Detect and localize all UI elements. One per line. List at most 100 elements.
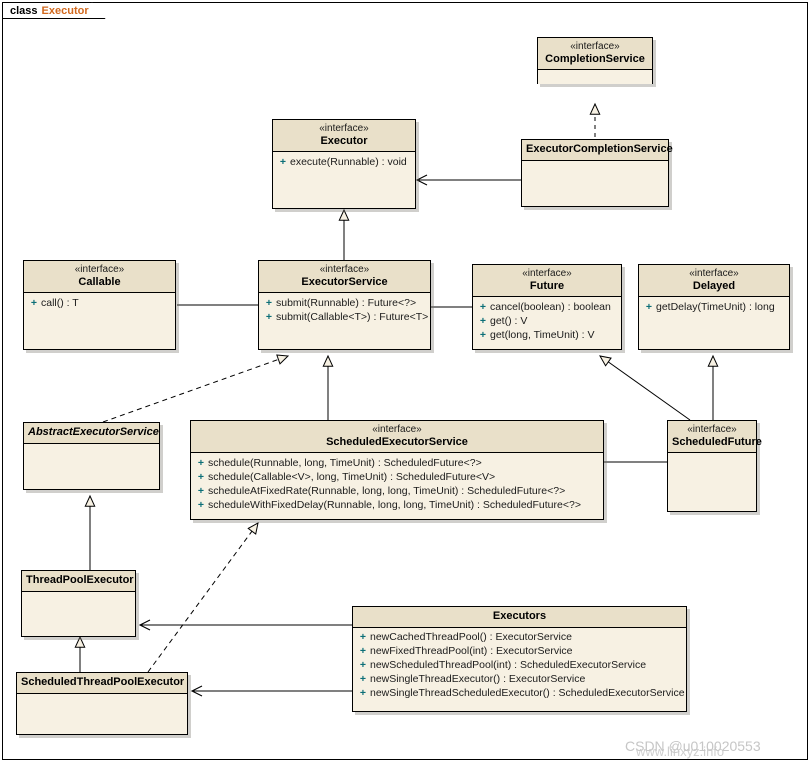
class-name: AbstractExecutorService: [28, 426, 159, 438]
class-name: Delayed: [692, 279, 736, 292]
member-signature: newFixedThreadPool(int) : ExecutorServic…: [370, 645, 573, 658]
class-name: ScheduledThreadPoolExecutor: [21, 676, 185, 688]
diagram-title-tab: class Executor: [2, 2, 106, 19]
member-signature: schedule(Callable<V>, long, TimeUnit) : …: [208, 470, 496, 483]
class-members-executor: + execute(Runnable) : void: [273, 152, 415, 173]
class-box-executorservice[interactable]: «interface» ExecutorService + submit(Run…: [258, 260, 431, 350]
visibility-marker: +: [645, 300, 653, 313]
member-signature: get() : V: [490, 314, 528, 327]
class-header-delayed: «interface» Delayed: [639, 265, 789, 298]
visibility-marker: +: [359, 659, 367, 672]
member-signature: getDelay(TimeUnit) : long: [656, 300, 775, 313]
class-member: + get() : V: [473, 314, 621, 328]
class-members-future: + cancel(boolean) : boolean + get() : V …: [473, 297, 621, 346]
member-signature: newCachedThreadPool() : ExecutorService: [370, 631, 572, 644]
member-signature: cancel(boolean) : boolean: [490, 300, 611, 313]
class-stereotype: «interface»: [74, 264, 125, 275]
class-member: + newFixedThreadPool(int) : ExecutorServ…: [353, 645, 686, 659]
class-members-callable: + call() : T: [24, 293, 175, 314]
member-signature: execute(Runnable) : void: [290, 155, 407, 168]
visibility-marker: +: [359, 687, 367, 700]
class-header-executorservice: «interface» ExecutorService: [259, 261, 430, 294]
class-box-threadpoolexecutor[interactable]: ThreadPoolExecutor: [21, 570, 136, 637]
class-header-future: «interface» Future: [473, 265, 621, 298]
class-member: + call() : T: [24, 296, 175, 310]
visibility-marker: +: [479, 300, 487, 313]
visibility-marker: +: [197, 470, 205, 483]
diagram-tab-name: Executor: [41, 4, 89, 17]
class-box-scheduledexecutorservice[interactable]: «interface» ScheduledExecutorService + s…: [190, 420, 604, 520]
visibility-marker: +: [359, 631, 367, 644]
visibility-marker: +: [197, 484, 205, 497]
class-box-executor[interactable]: «interface» Executor + execute(Runnable)…: [272, 119, 416, 209]
class-header-executors: Executors: [353, 607, 686, 628]
class-header-executorcompletionservice: ExecutorCompletionService: [522, 140, 673, 161]
class-stereotype: «interface»: [522, 268, 572, 279]
class-members-scheduledexecutorservice: + schedule(Runnable, long, TimeUnit) : S…: [191, 453, 603, 516]
visibility-marker: +: [265, 310, 273, 323]
visibility-marker: +: [479, 314, 487, 327]
class-member: + getDelay(TimeUnit) : long: [639, 300, 789, 314]
class-header-scheduledfuture: «interface» ScheduledFuture: [668, 421, 762, 454]
class-header-callable: «interface» Callable: [24, 261, 175, 294]
class-stereotype: «interface»: [570, 41, 620, 52]
class-member: + newSingleThreadExecutor() : ExecutorSe…: [353, 673, 686, 687]
member-signature: submit(Callable<T>) : Future<T>: [276, 310, 429, 323]
class-members-scheduledthreadpoolexecutor: [17, 693, 187, 708]
member-signature: newSingleThreadExecutor() : ExecutorServ…: [370, 673, 586, 686]
class-members-executorservice: + submit(Runnable) : Future<?> + submit(…: [259, 293, 430, 328]
class-box-future[interactable]: «interface» Future + cancel(boolean) : b…: [472, 264, 622, 350]
visibility-marker: +: [197, 456, 205, 469]
class-box-executors[interactable]: Executors + newCachedThreadPool() : Exec…: [352, 606, 687, 712]
class-header-threadpoolexecutor: ThreadPoolExecutor: [22, 571, 135, 592]
class-name: CompletionService: [545, 52, 645, 65]
class-member: + get(long, TimeUnit) : V: [473, 328, 621, 342]
class-box-callable[interactable]: «interface» Callable + call() : T: [23, 260, 176, 350]
class-header-executor: «interface» Executor: [273, 120, 415, 153]
class-members-executorcompletionservice: [522, 160, 668, 175]
visibility-marker: +: [197, 498, 205, 511]
member-signature: schedule(Runnable, long, TimeUnit) : Sch…: [208, 456, 482, 469]
diagram-tab-keyword: class: [10, 4, 38, 17]
class-member: + submit(Callable<T>) : Future<T>: [259, 310, 430, 324]
member-signature: get(long, TimeUnit) : V: [490, 328, 595, 341]
class-member: + cancel(boolean) : boolean: [473, 300, 621, 314]
class-name: ThreadPoolExecutor: [26, 574, 134, 586]
class-box-scheduledthreadpoolexecutor[interactable]: ScheduledThreadPoolExecutor: [16, 672, 188, 735]
member-signature: scheduleAtFixedRate(Runnable, long, long…: [208, 484, 566, 497]
visibility-marker: +: [279, 155, 287, 168]
class-member: + scheduleWithFixedDelay(Runnable, long,…: [191, 498, 603, 512]
class-box-executorcompletionservice[interactable]: ExecutorCompletionService: [521, 139, 673, 207]
class-box-completionservice[interactable]: «interface» CompletionService: [537, 37, 653, 85]
class-name: ExecutorCompletionService: [526, 143, 673, 155]
class-box-abstractexecutorservice[interactable]: AbstractExecutorService: [23, 422, 160, 490]
class-box-scheduledfuture[interactable]: «interface» ScheduledFuture: [667, 420, 762, 512]
class-stereotype: «interface»: [319, 123, 369, 134]
class-member: + submit(Runnable) : Future<?>: [259, 296, 430, 310]
member-signature: scheduleWithFixedDelay(Runnable, long, l…: [208, 498, 581, 511]
class-header-scheduledthreadpoolexecutor: ScheduledThreadPoolExecutor: [17, 673, 187, 694]
class-box-delayed[interactable]: «interface» Delayed + getDelay(TimeUnit)…: [638, 264, 790, 350]
class-members-abstractexecutorservice: [24, 443, 159, 458]
class-members-completionservice: [538, 70, 652, 85]
class-member: + newSingleThreadScheduledExecutor() : S…: [353, 687, 686, 701]
class-member: + schedule(Callable<V>, long, TimeUnit) …: [191, 470, 603, 484]
class-header-abstractexecutorservice: AbstractExecutorService: [24, 423, 159, 444]
class-header-completionservice: «interface» CompletionService: [538, 38, 652, 71]
visibility-marker: +: [359, 645, 367, 658]
class-members-threadpoolexecutor: [22, 591, 135, 606]
class-members-executors: + newCachedThreadPool() : ExecutorServic…: [353, 627, 686, 704]
class-stereotype: «interface»: [687, 424, 737, 435]
class-name: ExecutorService: [301, 275, 388, 288]
class-members-delayed: + getDelay(TimeUnit) : long: [639, 297, 789, 318]
visibility-marker: +: [30, 296, 38, 309]
class-name: Future: [529, 279, 565, 292]
class-name: Callable: [78, 275, 121, 288]
class-stereotype: «interface»: [689, 268, 739, 279]
class-member: + newScheduledThreadPool(int) : Schedule…: [353, 659, 686, 673]
member-signature: submit(Runnable) : Future<?>: [276, 296, 417, 309]
visibility-marker: +: [359, 673, 367, 686]
class-name: Executors: [492, 610, 547, 622]
class-member: + scheduleAtFixedRate(Runnable, long, lo…: [191, 484, 603, 498]
